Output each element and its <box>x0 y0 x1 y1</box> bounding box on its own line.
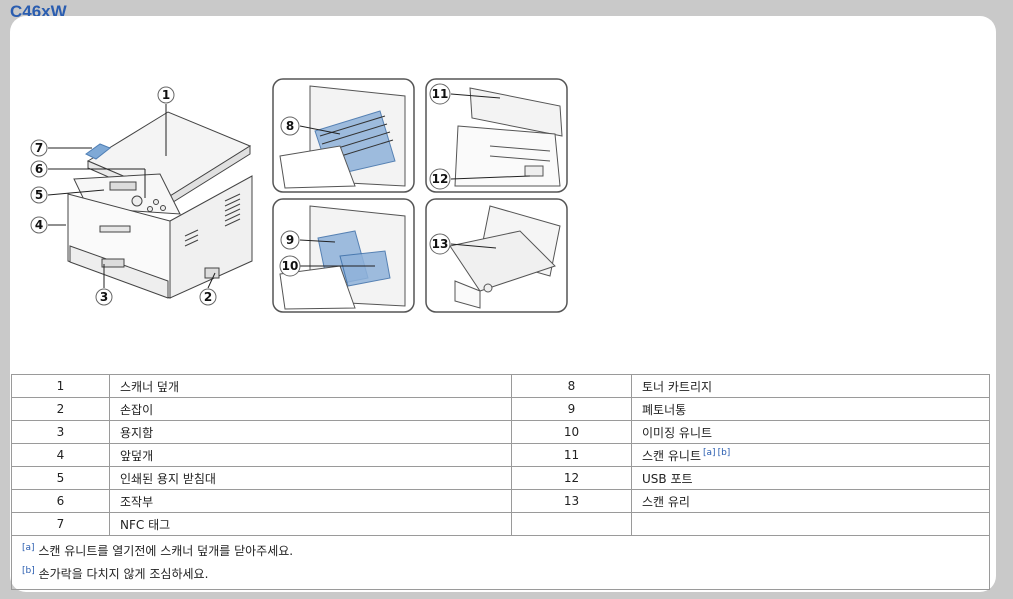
footnote-text: 손가락을 다치지 않게 조심하세요. <box>38 567 209 581</box>
part-name: 토너 카트리지 <box>631 374 990 398</box>
part-name: NFC 태그 <box>109 512 512 536</box>
svg-text:2: 2 <box>204 290 212 304</box>
part-number <box>511 512 632 536</box>
part-name: 스캔 유리 <box>631 489 990 513</box>
part-number: 2 <box>11 397 110 421</box>
footnote-text: 스캔 유니트를 열기전에 스캐너 덮개를 닫아주세요. <box>38 544 294 558</box>
table-row: 3 용지함 10 이미징 유니트 <box>11 420 990 444</box>
detail-panel-scan-unit <box>425 78 568 193</box>
callout-11: 11 <box>429 83 451 105</box>
detail-panel-scan-glass <box>425 198 568 313</box>
callout-4: 4 <box>30 216 48 234</box>
part-number: 12 <box>511 466 632 490</box>
part-name: 스캐너 덮개 <box>109 374 512 398</box>
footnote-b: [b] 손가락을 다치지 않게 조심하세요. <box>22 563 979 586</box>
footnote-mark: [a] <box>22 543 35 553</box>
callout-6: 6 <box>30 160 48 178</box>
footnotes: [a] 스캔 유니트를 열기전에 스캐너 덮개를 닫아주세요. [b] 손가락을… <box>11 535 990 590</box>
svg-text:3: 3 <box>100 290 108 304</box>
part-number: 9 <box>511 397 632 421</box>
part-name: 앞덮개 <box>109 443 512 467</box>
footnote-a: [a] 스캔 유니트를 열기전에 스캐너 덮개를 닫아주세요. <box>22 540 979 563</box>
table-row: 1 스캐너 덮개 8 토너 카트리지 <box>11 374 990 398</box>
part-name: 손잡이 <box>109 397 512 421</box>
table-row: 4 앞덮개 11 스캔 유니트[a][b] <box>11 443 990 467</box>
svg-text:13: 13 <box>432 237 449 251</box>
table-row: 7 NFC 태그 <box>11 512 990 536</box>
callout-13: 13 <box>429 233 451 255</box>
callout-7: 7 <box>30 139 48 157</box>
callout-10: 10 <box>279 255 301 277</box>
callout-9: 9 <box>280 230 300 250</box>
part-number: 6 <box>11 489 110 513</box>
part-name <box>631 512 990 536</box>
part-number: 3 <box>11 420 110 444</box>
part-number: 4 <box>11 443 110 467</box>
svg-text:4: 4 <box>35 218 43 232</box>
svg-text:10: 10 <box>282 259 299 273</box>
footnote-link-a[interactable]: [a] <box>703 447 716 458</box>
part-number: 13 <box>511 489 632 513</box>
part-number: 8 <box>511 374 632 398</box>
svg-text:12: 12 <box>432 172 449 186</box>
svg-text:9: 9 <box>286 233 294 247</box>
svg-text:6: 6 <box>35 162 43 176</box>
callout-1: 1 <box>157 86 175 104</box>
part-name: 폐토너통 <box>631 397 990 421</box>
part-name: 이미징 유니트 <box>631 420 990 444</box>
part-name: 인쇄된 용지 받침대 <box>109 466 512 490</box>
part-number: 1 <box>11 374 110 398</box>
callout-2: 2 <box>199 288 217 306</box>
svg-text:5: 5 <box>35 188 43 202</box>
printer-parts-figure: 1 2 3 4 5 6 7 8 9 10 11 12 13 <box>30 78 568 313</box>
part-number: 11 <box>511 443 632 467</box>
detail-panel-waste-toner <box>272 198 415 313</box>
part-number: 7 <box>11 512 110 536</box>
table-row: 2 손잡이 9 폐토너통 <box>11 397 990 421</box>
svg-text:8: 8 <box>286 119 294 133</box>
callout-5: 5 <box>30 186 48 204</box>
footnote-mark: [b] <box>22 566 35 576</box>
part-name-scan-unit: 스캔 유니트[a][b] <box>631 443 990 467</box>
svg-text:11: 11 <box>432 87 449 101</box>
part-name: 조작부 <box>109 489 512 513</box>
parts-table: 1 스캐너 덮개 8 토너 카트리지 2 손잡이 9 폐토너통 3 용지함 10… <box>11 374 990 590</box>
part-name: USB 포트 <box>631 466 990 490</box>
svg-text:7: 7 <box>35 141 43 155</box>
detail-panel-toner <box>272 78 415 193</box>
callout-12: 12 <box>429 168 451 190</box>
part-name: 스캔 유니트 <box>642 448 702 463</box>
footnote-link-b[interactable]: [b] <box>717 447 731 458</box>
part-number: 10 <box>511 420 632 444</box>
part-name: 용지함 <box>109 420 512 444</box>
table-row: 5 인쇄된 용지 받침대 12 USB 포트 <box>11 466 990 490</box>
callout-3: 3 <box>95 288 113 306</box>
callout-8: 8 <box>280 116 300 136</box>
printer-illustration <box>67 111 253 299</box>
table-row: 6 조작부 13 스캔 유리 <box>11 489 990 513</box>
svg-text:1: 1 <box>162 88 170 102</box>
leader-lines <box>47 93 531 289</box>
part-number: 5 <box>11 466 110 490</box>
footnotes-row: [a] 스캔 유니트를 열기전에 스캐너 덮개를 닫아주세요. [b] 손가락을… <box>11 535 990 590</box>
content-panel: 1 2 3 4 5 6 7 8 9 10 11 12 13 1 스캐너 덮개 8… <box>10 16 996 592</box>
